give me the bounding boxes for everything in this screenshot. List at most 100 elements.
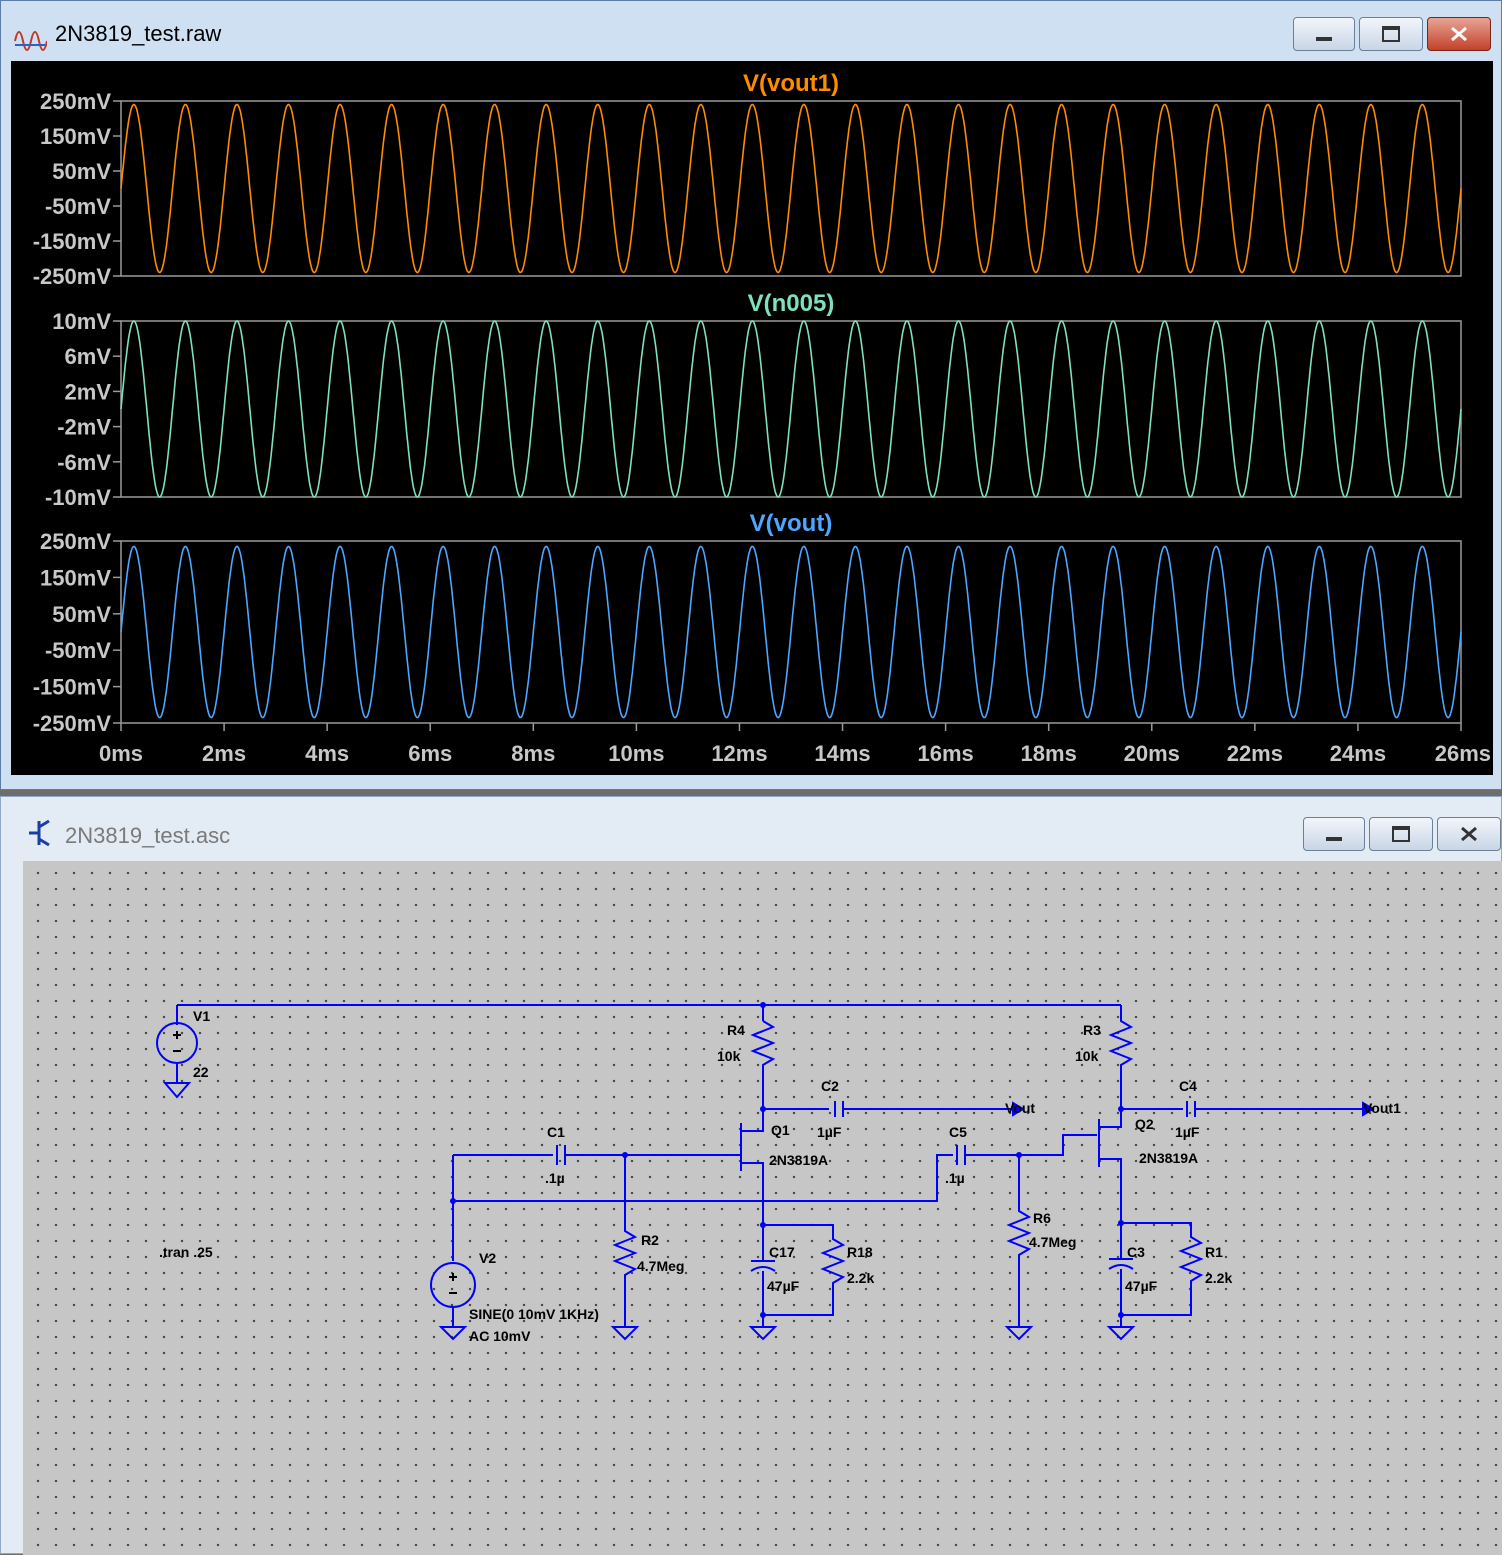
y-tick-label: -250mV (33, 711, 112, 736)
close-icon (1451, 26, 1467, 42)
close-button[interactable] (1427, 17, 1491, 51)
v1-value: 22 (193, 1064, 209, 1080)
c17-value: 47µF (767, 1278, 800, 1294)
trace-V(vout1) (120, 103, 1462, 274)
schematic-maximize-button[interactable] (1369, 817, 1433, 851)
v2-label: V2 (479, 1250, 496, 1266)
v1-label: V1 (193, 1008, 210, 1024)
x-tick-label: 26ms (1435, 741, 1491, 766)
y-tick-label: 150mV (40, 565, 111, 590)
r18-value: 2.2k (847, 1270, 874, 1286)
r2-label: R2 (641, 1232, 659, 1248)
x-tick-label: 18ms (1021, 741, 1077, 766)
y-tick-label: -10mV (45, 485, 111, 510)
c4-label: C4 (1179, 1078, 1197, 1094)
r18-label: R18 (847, 1244, 873, 1260)
schematic-window[interactable]: 2N3819_test.asc (0, 796, 1502, 1555)
minimize-icon (1316, 37, 1332, 41)
x-tick-label: 16ms (917, 741, 973, 766)
y-tick-label: -150mV (33, 675, 112, 700)
schematic-minimize-button[interactable] (1303, 817, 1365, 851)
minimize-icon (1326, 837, 1342, 841)
x-tick-label: 10ms (608, 741, 664, 766)
v2-source[interactable] (430, 1262, 476, 1308)
v1-source[interactable] (156, 1022, 198, 1064)
q1-label: Q1 (771, 1122, 790, 1138)
waveform-window[interactable]: 2N3819_test.raw V(vout1) 250mV 150mV 50mV -5… (0, 0, 1502, 790)
r2-value: 4.7Meg (637, 1258, 684, 1274)
wire-vout1 (1121, 1101, 1363, 1117)
trace-V(n005) (120, 320, 1462, 498)
r1-label: R1 (1205, 1244, 1223, 1260)
schematic-canvas[interactable]: V1 22 R4 10k R3 10k C2 1µF C4 1µF Vout V… (23, 861, 1502, 1555)
y-tick-label: 6mV (65, 344, 112, 369)
c1-label: C1 (547, 1124, 565, 1140)
trace-V(vout) (120, 545, 1462, 719)
x-tick-label: 22ms (1227, 741, 1283, 766)
y-tick-label: -50mV (45, 194, 111, 219)
y-tick-label: -250mV (33, 264, 112, 289)
restore-icon (1392, 826, 1410, 842)
waveform-titlebar[interactable]: 2N3819_test.raw (1, 1, 1501, 61)
waveform-plots[interactable]: V(vout1) 250mV 150mV 50mV -50mV -150mV -250mV V… (11, 61, 1493, 775)
x-tick-label: 20ms (1124, 741, 1180, 766)
r4-label: R4 (727, 1022, 745, 1038)
wire-r6 (1006, 1155, 1032, 1327)
y-tick-label: 2mV (65, 379, 112, 404)
circuit-diagram[interactable]: V1 22 R4 10k R3 10k C2 1µF C4 1µF Vout V… (23, 861, 1502, 1555)
y-tick-label: -150mV (33, 229, 112, 254)
r1-value: 2.2k (1205, 1270, 1232, 1286)
c5-value: .1µ (945, 1170, 965, 1186)
c3-label: C3 (1127, 1244, 1145, 1260)
r4-value: 10k (717, 1048, 741, 1064)
y-tick-label: 250mV (40, 529, 111, 554)
q1-jfet (740, 1109, 764, 1225)
plot-title-0: V(vout1) (743, 70, 839, 97)
close-icon (1461, 826, 1477, 842)
c2-label: C2 (821, 1078, 839, 1094)
maximize-button[interactable] (1359, 17, 1423, 51)
q1-model: 2N3819A (769, 1152, 828, 1168)
q2-jfet (1098, 1109, 1122, 1223)
y-tick-label: -6mV (57, 450, 111, 475)
spice-directive[interactable]: .tran .25 (159, 1244, 213, 1260)
y-tick-label: 10mV (52, 309, 111, 334)
wire-r4 (750, 1005, 776, 1109)
waveform-app-icon (14, 31, 47, 51)
q2-model: 2N3819A (1139, 1150, 1198, 1166)
schematic-app-icon (29, 819, 50, 847)
wire-vout (763, 1101, 1013, 1117)
minimize-button[interactable] (1293, 17, 1355, 51)
schematic-window-title: 2N3819_test.asc (65, 823, 231, 848)
x-tick-label: 8ms (511, 741, 555, 766)
vout1-net-label: Vout1 (1363, 1100, 1401, 1116)
wire-input (453, 1145, 649, 1165)
x-tick-label: 2ms (202, 741, 246, 766)
v2-sine-spec: SINE(0 10mV 1KHz) (469, 1306, 599, 1322)
x-tick-label: 12ms (711, 741, 767, 766)
c17-label: C17 (769, 1244, 795, 1260)
schematic-close-button[interactable] (1437, 817, 1501, 851)
q2-label: Q2 (1135, 1116, 1154, 1132)
x-tick-label: 6ms (408, 741, 452, 766)
y-tick-label: 50mV (52, 602, 111, 627)
waveform-plot-area[interactable]: V(vout1) 250mV 150mV 50mV -50mV -150mV -250mV V… (11, 61, 1493, 775)
y-tick-label: 150mV (40, 124, 111, 149)
y-tick-label: 250mV (40, 89, 111, 114)
plot-title-1: V(n005) (748, 290, 835, 317)
restore-icon (1382, 26, 1400, 42)
c5-label: C5 (949, 1124, 967, 1140)
r3-value: 10k (1075, 1048, 1099, 1064)
r3-label: R3 (1083, 1022, 1101, 1038)
wire-r2 (612, 1155, 638, 1327)
vout-net-label: Vout (1005, 1100, 1035, 1116)
c1-value: .1µ (545, 1170, 565, 1186)
v2-ac-spec: AC 10mV (469, 1328, 531, 1344)
x-tick-label: 14ms (814, 741, 870, 766)
x-tick-label: 0ms (99, 741, 143, 766)
schematic-titlebar[interactable]: 2N3819_test.asc (1, 797, 1501, 857)
x-tick-label: 24ms (1330, 741, 1386, 766)
wire-r3 (1108, 1005, 1134, 1109)
c3-value: 47µF (1125, 1278, 1158, 1294)
waveform-window-title: 2N3819_test.raw (55, 21, 222, 46)
